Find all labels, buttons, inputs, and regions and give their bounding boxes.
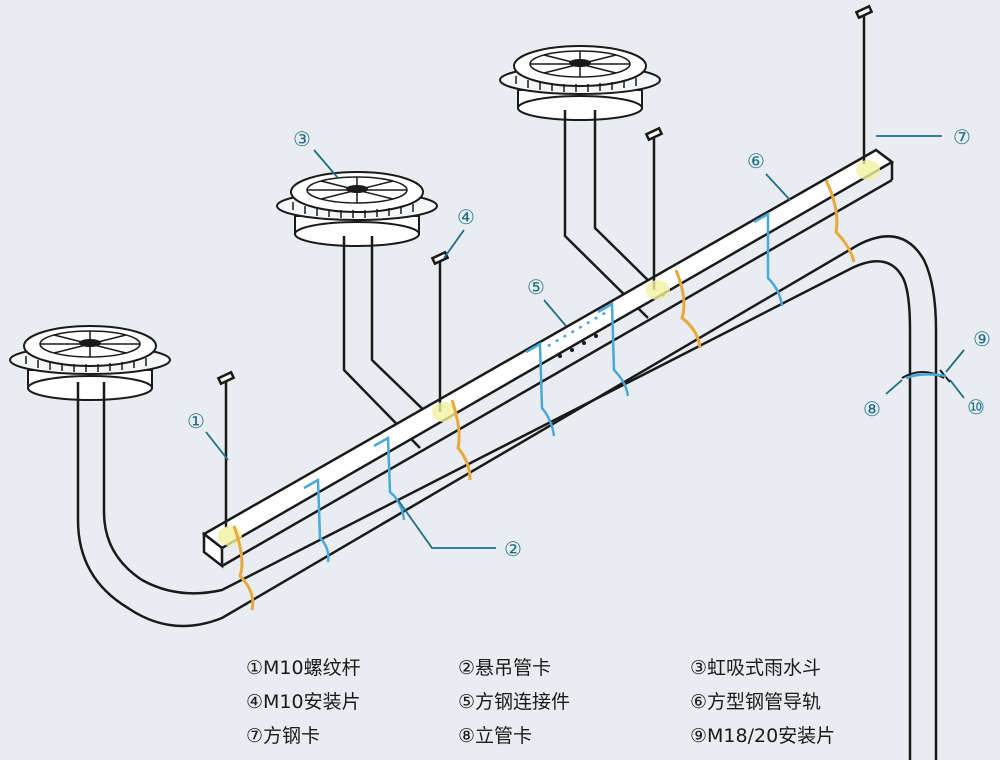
legend-item-8: ⑧立管卡 <box>458 725 533 747</box>
blue-clamps <box>303 211 784 563</box>
callout-6: ⑥ <box>747 149 765 173</box>
square-steel-connector-bolts <box>558 334 598 358</box>
callout-labels: ① ② ③ ④ ⑤ ⑥ ⑦ ⑧ ⑨ ⑩ <box>187 125 991 561</box>
legend-item-9: ⑨M18/20安装片 <box>690 725 836 747</box>
square-steel-rail <box>201 148 895 569</box>
rain-funnel-1 <box>9 325 171 401</box>
legend-item-1: ①M10螺纹杆 <box>246 657 361 679</box>
drain-pipe <box>76 110 938 760</box>
callout-8: ⑧ <box>863 397 881 421</box>
legend: ①M10螺纹杆 ②悬吊管卡 ③虹吸式雨水斗 ④M10安装片 ⑤方钢连接件 ⑥方型… <box>246 655 910 749</box>
legend-item-4: ④M10安装片 <box>246 691 361 713</box>
rain-funnel-2 <box>276 171 438 247</box>
callout-1: ① <box>187 409 205 433</box>
legend-item-2: ②悬吊管卡 <box>458 657 552 679</box>
orange-clamps <box>232 179 856 611</box>
callout-9: ⑨ <box>973 327 991 351</box>
riser-clamp-highlight <box>905 373 947 380</box>
legend-item-6: ⑥方型钢管导轨 <box>690 691 822 713</box>
legend-item-7: ⑦方钢卡 <box>246 725 321 747</box>
callout-5: ⑤ <box>527 275 545 299</box>
callout-3: ③ <box>293 127 311 151</box>
legend-item-5: ⑤方钢连接件 <box>458 691 571 713</box>
callout-2: ② <box>504 537 522 561</box>
rain-funnel-3 <box>499 45 661 121</box>
threaded-rods <box>216 4 874 528</box>
callout-4: ④ <box>457 205 475 229</box>
callout-7: ⑦ <box>953 125 971 149</box>
legend-item-3: ③虹吸式雨水斗 <box>690 657 822 679</box>
callout-10: ⑩ <box>967 395 985 419</box>
leader-lines <box>205 135 965 549</box>
